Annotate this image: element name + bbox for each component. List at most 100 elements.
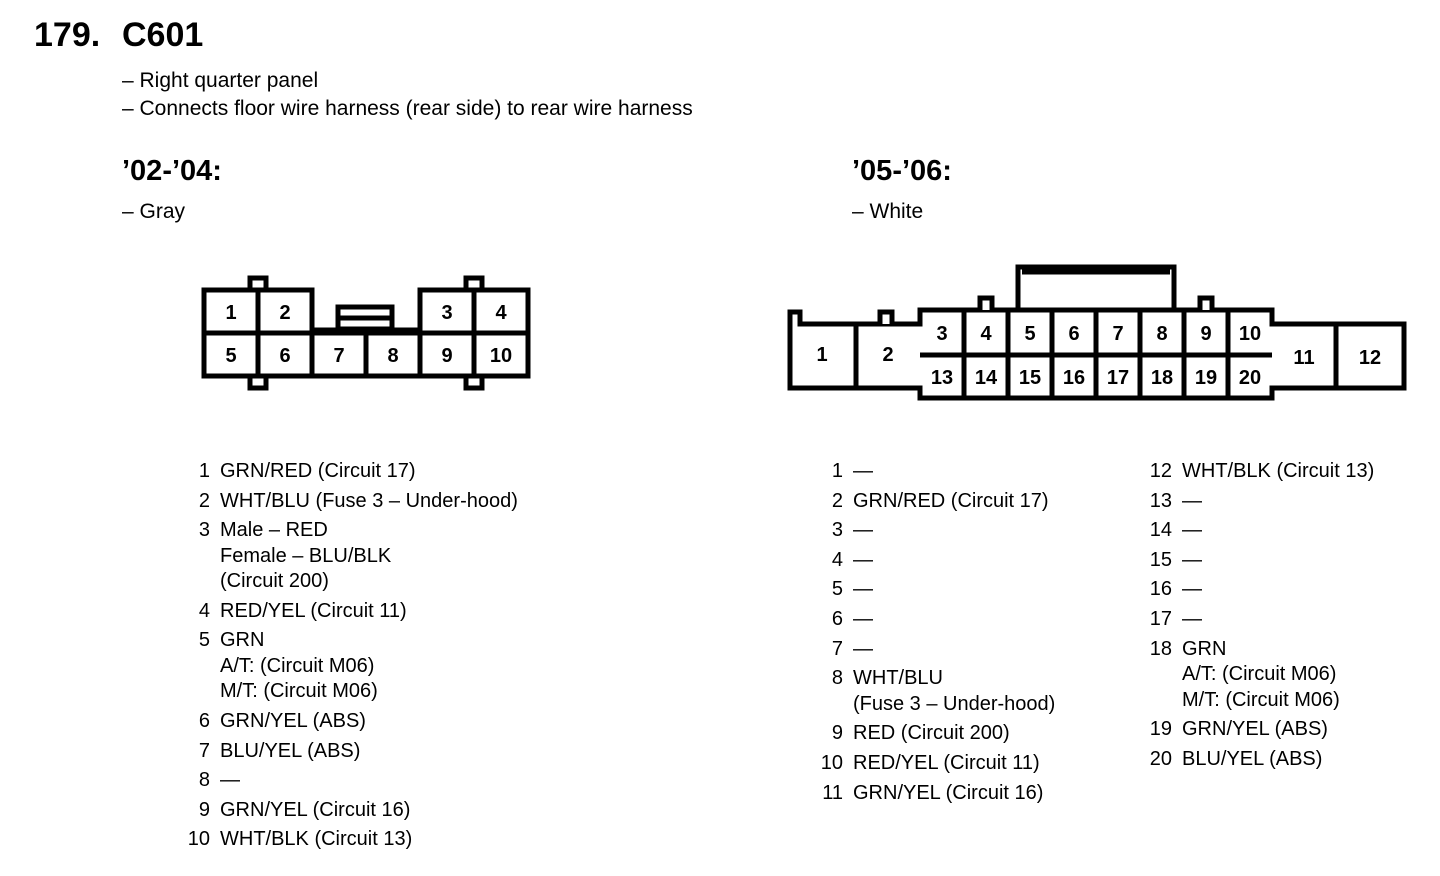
pin-number: 2 [198,489,210,512]
pin-wire-detail: A/T: (Circuit M06) [220,654,375,677]
left-connector-face [201,275,531,391]
location-note: – Right quarter panel [122,69,319,92]
pin-wire-description: WHT/BLK (Circuit 13) [1182,460,1375,482]
pin-number: 12 [1149,460,1172,482]
right-cavity-18: 18 [1151,367,1173,389]
right-cavity-2: 2 [882,344,893,366]
right-cavity-1: 1 [816,344,827,366]
left-cavity-7: 7 [333,345,344,367]
left-color-note: – Gray [122,200,186,223]
left-cavity-3: 3 [441,302,452,324]
pin-wire-description: GRN [220,629,265,652]
pin-number: 4 [198,599,210,622]
pin-number: 10 [187,828,210,851]
pin-number: 3 [831,519,843,542]
right-cavity-12: 12 [1359,347,1381,369]
pin-number: 11 [822,781,843,804]
right-cavity-3: 3 [936,323,947,345]
pin-wire-description: GRN/YEL (ABS) [1182,718,1328,741]
pin-wire-description: — [1182,548,1202,571]
pin-wire-description: GRN/YEL (Circuit 16) [853,781,1044,804]
left-cavity-8: 8 [387,345,398,367]
pin-wire-description: — [853,460,873,482]
left-cavity-4: 4 [495,302,507,324]
pin-wire-description: Male – RED [220,519,328,542]
pin-wire-description: GRN/RED (Circuit 17) [220,460,416,482]
pin-number: 5 [831,578,843,601]
pin-wire-description: GRN/YEL (Circuit 16) [220,798,411,821]
left-cavity-2: 2 [279,302,290,324]
right-cavity-15: 15 [1019,367,1041,389]
pin-wire-description: RED/YEL (Circuit 11) [853,751,1040,774]
right-cavity-20: 20 [1239,367,1261,389]
right-cavity-8: 8 [1156,323,1167,345]
pin-number: 14 [1149,519,1172,542]
right-connector-face [787,264,1407,401]
pin-wire-description: GRN/RED (Circuit 17) [853,489,1049,512]
pin-number: 6 [831,608,843,630]
pin-number: 18 [1149,637,1172,660]
right-cavity-9: 9 [1200,323,1211,345]
connector-index: 179. [34,16,101,54]
pin-wire-description: GRN [1182,637,1227,660]
pin-number: 9 [831,722,843,745]
pin-wire-description: — [853,519,873,542]
pin-wire-description: — [1182,578,1202,601]
pin-wire-description: — [1182,489,1202,512]
left-cavity-10: 10 [490,345,512,367]
pin-wire-description: RED (Circuit 200) [853,722,1010,745]
pin-wire-description: RED/YEL (Circuit 11) [220,599,407,622]
pin-number: 4 [831,548,843,571]
pin-number: 1 [831,460,843,482]
pin-number: 8 [198,769,210,792]
pin-wire-description: — [220,769,240,792]
right-cavity-5: 5 [1024,323,1035,345]
pin-number: 19 [1149,718,1172,741]
right-cavity-13: 13 [931,367,953,389]
harness-note: – Connects floor wire harness (rear side… [122,97,693,120]
pin-wire-detail: Female – BLU/BLK [220,544,392,567]
pin-number: 17 [1149,608,1172,630]
pin-number: 7 [831,637,843,660]
left-cavity-6: 6 [279,345,290,367]
pin-number: 13 [1149,489,1172,512]
pin-wire-description: BLU/YEL (ABS) [220,739,361,762]
pin-number: 5 [198,629,210,652]
right-pin-list-col1: 1 — 2 GRN/RED (Circuit 17) 3 — 4 — 5 — 6 — 7 — 8 WHT/BL… [0,459,1140,819]
pin-number: 7 [198,739,210,762]
left-cavity-5: 5 [225,345,236,367]
right-cavity-7: 7 [1112,323,1123,345]
cavity-numbers: 1 2 3 4 5 6 7 8 9 10 1 2 3 4 5 6 7 8 9 1… [225,302,1381,389]
pin-wire-description: BLU/YEL (ABS) [1182,747,1323,770]
right-cavity-11: 11 [1293,347,1314,369]
pin-wire-detail: (Fuse 3 – Under-hood) [853,692,1056,715]
left-cavity-9: 9 [441,345,452,367]
pin-wire-description: WHT/BLU (Fuse 3 – Under-hood) [220,489,518,512]
pin-number: 20 [1149,747,1172,770]
pin-wire-description: — [1182,519,1202,542]
right-cavity-17: 17 [1107,367,1129,389]
right-color-note: – White [852,200,924,223]
pin-number: 6 [198,710,210,732]
left-section-heading: ’02-’04: [122,155,222,187]
page-title: 179.C601 [34,16,203,55]
pin-wire-description: — [1182,608,1202,630]
pin-wire-description: GRN/YEL (ABS) [220,710,366,732]
pin-wire-description: — [853,637,873,660]
pin-number: 9 [198,798,210,821]
pin-wire-detail: M/T: (Circuit M06) [220,680,378,703]
pin-number: 15 [1149,548,1172,571]
pin-wire-description: WHT/BLK (Circuit 13) [220,828,413,851]
pin-wire-detail: M/T: (Circuit M06) [1182,688,1340,711]
pin-wire-description: — [853,548,873,571]
pin-number: 3 [198,519,210,542]
pin-number: 10 [820,751,843,774]
pin-wire-detail: (Circuit 200) [220,570,329,593]
pin-wire-description: WHT/BLU [853,667,943,690]
pin-number: 8 [831,667,843,690]
right-cavity-19: 19 [1195,367,1217,389]
pin-wire-description: — [853,608,873,630]
right-section-heading: ’05-’06: [852,155,952,187]
